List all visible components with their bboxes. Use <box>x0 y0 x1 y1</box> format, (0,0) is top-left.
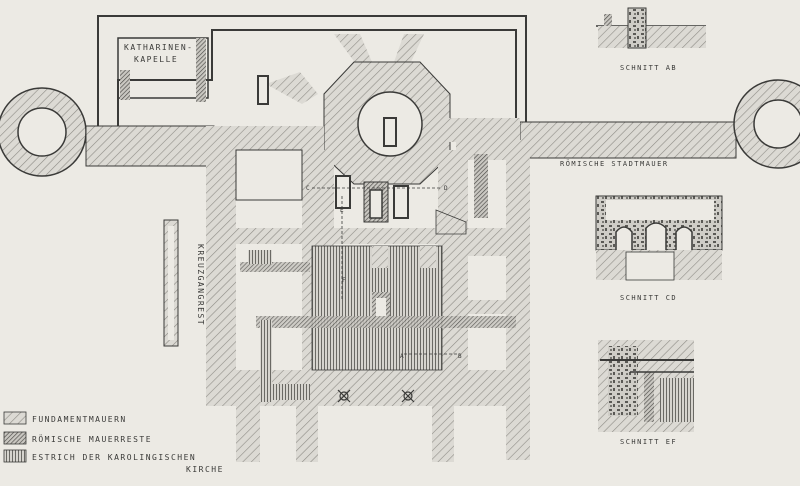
katharinen-chapel <box>117 37 209 102</box>
marker-d: D <box>444 185 449 192</box>
carolingian-floor <box>240 245 516 402</box>
pier-markers <box>337 389 415 403</box>
section-ab-drawing <box>596 7 706 49</box>
marker-a: A <box>400 353 405 360</box>
section-ab-label: SCHNITT AB <box>620 64 677 72</box>
legend-swatch-foundation <box>3 411 27 425</box>
octagon-structure <box>257 34 520 185</box>
section-cd-label: SCHNITT CD <box>620 294 677 302</box>
cloister-remains <box>163 219 179 347</box>
marker-e: E <box>340 207 345 214</box>
legend-swatch-roman <box>3 431 27 445</box>
legend-item-floor: ESTRICH DER KAROLINGISCHEN <box>32 453 196 462</box>
section-lines <box>312 187 460 355</box>
legend-item-roman: RÖMISCHE MAUERRESTE <box>32 434 152 444</box>
legend-item-foundation: FUNDAMENTMAUERN <box>32 415 127 424</box>
precinct-outline <box>97 15 527 128</box>
marker-f: F <box>342 277 347 284</box>
marker-c: C <box>306 185 311 192</box>
crypt-area <box>335 154 488 235</box>
section-ef-drawing <box>598 340 694 432</box>
legend-swatches <box>3 411 27 463</box>
legend-item-floor-continued: KIRCHE <box>186 465 224 474</box>
roman-wall-label: RÖMISCHE STADTMAUER <box>560 159 669 168</box>
cloister-label: KREUZGANGREST <box>196 244 205 326</box>
section-cd-drawing <box>595 195 723 281</box>
chapel-label-line2: KAPELLE <box>134 55 178 64</box>
legend-swatch-floor <box>3 449 27 463</box>
section-ef-label: SCHNITT EF <box>620 438 677 446</box>
marker-b: B <box>458 353 463 360</box>
roman-city-wall <box>0 79 800 177</box>
chapel-label-line1: KATHARINEN- <box>124 43 193 52</box>
